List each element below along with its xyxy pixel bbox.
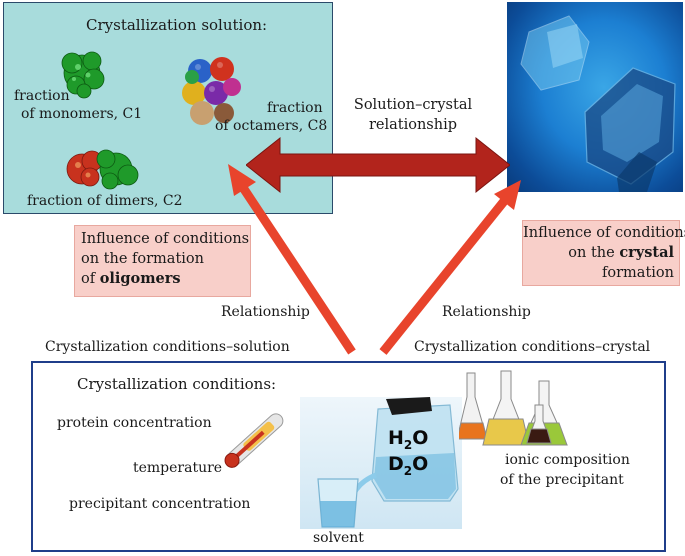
crystallization-solution-panel: Crystallization solution: fraction of mo…: [3, 2, 333, 214]
monomers-label-line1: fraction: [14, 88, 70, 104]
dimers-label: fraction of dimers, C2: [27, 193, 183, 209]
ionic-composition-label-line2: of the precipitant: [500, 472, 624, 488]
protein-concentration-label: protein concentration: [57, 415, 212, 431]
crystal-box-line1: Influence of conditions: [523, 225, 685, 241]
solution-title: Crystallization solution:: [86, 16, 268, 34]
left-relationship-label: Relationship: [221, 304, 310, 320]
right-relationship-label: Relationship: [442, 304, 531, 320]
temperature-label: temperature: [133, 460, 223, 476]
octamers-label-line1: fraction: [267, 100, 323, 116]
octamer-protein-image: [182, 57, 241, 125]
conditions-crystal-caption: Crystallization conditions–crystal: [414, 339, 651, 355]
solution-crystal-label-line1: Solution–crystal: [353, 97, 473, 113]
oligomer-box-line2: on the formation: [81, 251, 204, 267]
right-relationship-arrow: [379, 180, 521, 355]
crystal-box-line3: formation: [602, 265, 674, 281]
protein-crystal-photo: [507, 2, 683, 192]
ionic-composition-label-line1: ionic composition: [505, 452, 630, 468]
oligomer-box-line3-prefix: of: [81, 271, 100, 287]
crystallization-conditions-panel: Crystallization conditions: protein conc…: [31, 361, 666, 552]
oligomer-influence-box: Influence of conditions on the formation…: [74, 225, 251, 297]
precipitant-concentration-label: precipitant concentration: [69, 496, 251, 512]
monomers-label-line2: of monomers, C1: [21, 106, 143, 122]
left-relationship-arrow: [228, 164, 356, 355]
solution-crystal-double-arrow: [246, 136, 510, 194]
precipitant-flasks-image: [459, 370, 568, 446]
dimer-protein-image: [66, 149, 139, 190]
crystal-box-line2-bold: crystal: [619, 244, 674, 261]
conditions-solution-caption: Crystallization conditions–solution: [45, 339, 290, 355]
pouring-water-image: H2O D2O: [300, 397, 462, 529]
d2o-formula: D2O: [388, 453, 429, 478]
thermometer-icon: [224, 413, 284, 468]
conditions-title: Crystallization conditions:: [77, 375, 277, 393]
oligomer-box-line3-bold: oligomers: [99, 270, 181, 287]
octamers-label-line2: of octamers, C8: [215, 118, 328, 134]
h2o-formula: H2O: [388, 427, 429, 452]
solution-crystal-label-line2: relationship: [368, 117, 458, 133]
oligomer-box-line1: Influence of conditions: [81, 231, 250, 247]
solvent-label: solvent: [313, 530, 364, 546]
crystal-box-line2-prefix: on the: [568, 245, 620, 261]
crystal-influence-box: Influence of conditions on the crystal f…: [522, 220, 685, 286]
monomer-protein-image: [61, 51, 105, 99]
